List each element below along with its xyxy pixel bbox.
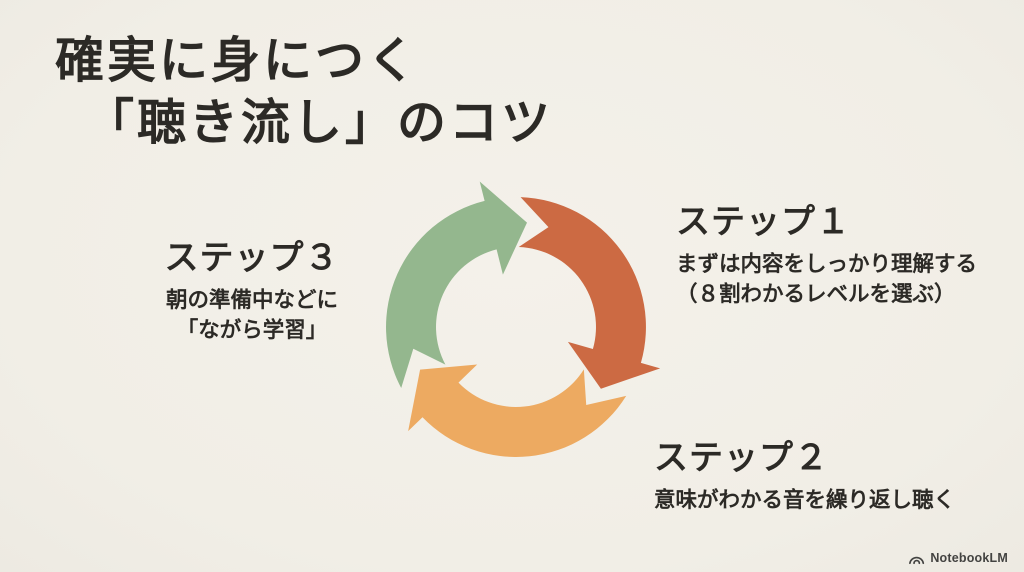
notebooklm-logo-icon xyxy=(909,556,925,564)
notebooklm-watermark: NotebookLM xyxy=(908,551,1008,565)
step-3-heading: ステップ３ xyxy=(164,239,340,277)
step-2-heading: ステップ２ xyxy=(654,439,829,477)
step-3-line-2: 「ながら学習」 xyxy=(176,317,328,342)
title-line-2: 「聴き流し」のコツ xyxy=(85,96,554,151)
step-3-description: 朝の準備中などに 「ながら学習」 xyxy=(152,285,352,345)
step-3-block: ステップ３ 朝の準備中などに 「ながら学習」 xyxy=(152,237,352,345)
title-line-1: 確実に身につく xyxy=(55,34,420,88)
step-1-description: まずは内容をしっかり理解する （８割わかるレベルを選ぶ） xyxy=(676,249,977,309)
step-1-line-2: （８割わかるレベルを選ぶ） xyxy=(676,281,956,306)
cycle-diagram xyxy=(386,181,661,457)
cycle-arrow-terracotta-icon xyxy=(518,197,661,389)
cycle-arrow-orange-icon xyxy=(408,364,627,457)
step-1-heading: ステップ１ xyxy=(676,203,851,241)
step-2-line-1: 意味がわかる音を繰り返し聴く xyxy=(654,487,956,512)
cycle-arrow-green-icon xyxy=(386,181,527,388)
step-2-block: ステップ２ 意味がわかる音を繰り返し聴く xyxy=(654,437,955,515)
step-2-description: 意味がわかる音を繰り返し聴く xyxy=(654,485,955,515)
page-title: 確実に身につく 「聴き流し」のコツ xyxy=(55,30,553,154)
step-1-line-1: まずは内容をしっかり理解する xyxy=(676,251,978,276)
notebooklm-brand-label: NotebookLM xyxy=(930,551,1008,565)
step-1-block: ステップ１ まずは内容をしっかり理解する （８割わかるレベルを選ぶ） xyxy=(676,201,977,309)
step-3-line-1: 朝の準備中などに xyxy=(165,287,338,312)
